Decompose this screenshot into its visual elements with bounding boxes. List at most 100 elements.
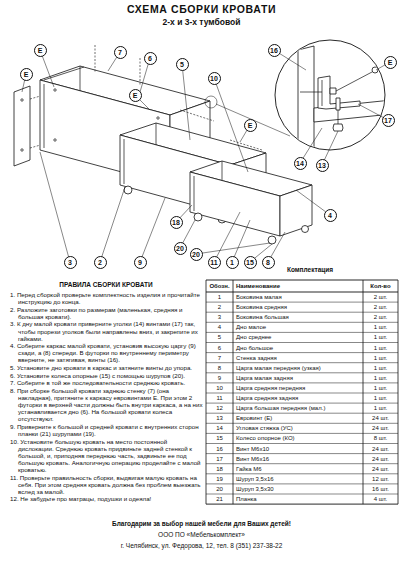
large-bed <box>140 58 141 85</box>
table-cell: 1 <box>206 292 233 302</box>
table-grid <box>206 443 398 444</box>
table-cell: Евровинт (Е) <box>233 413 363 423</box>
table-cell: Стенка задняя <box>233 353 363 363</box>
table-cell: 24 шт. <box>363 464 398 474</box>
table-grid <box>206 453 398 454</box>
assembly-rule: 1. Перед сборкой проверьте комплектность… <box>10 291 203 305</box>
callout-number: 5 <box>176 58 189 71</box>
title: СХЕМА СБОРКИ КРОВАТИ <box>0 3 403 15</box>
leader-line <box>100 187 125 262</box>
large-bed <box>54 139 56 141</box>
table-cell: Дно большое <box>233 343 363 353</box>
table-cell: 1 шт. <box>363 332 398 342</box>
callout-number: Е <box>384 56 397 69</box>
leader-line <box>22 50 390 262</box>
assembly-rule: 12. Не забудьте про матрацы, подушки и о… <box>10 495 203 502</box>
table-cell: 4 <box>206 322 233 332</box>
detail-inset <box>300 92 322 93</box>
table-cell: 13 <box>206 413 233 423</box>
table-cell: 2 шт. <box>363 292 398 302</box>
table-cell: Царга средняя задняя <box>233 393 363 403</box>
small-bed <box>180 110 214 121</box>
table-cell: 10 <box>206 383 233 393</box>
leader-line <box>182 64 190 140</box>
assembly-rule: 4. Соберите каркас малой кровати, устано… <box>10 342 203 363</box>
leader-line <box>140 198 165 262</box>
callout-number: 1 <box>226 256 239 269</box>
section-heading: Комплектация <box>250 266 370 273</box>
table-cell: 18 <box>206 464 233 474</box>
table-grid <box>206 332 398 333</box>
table-grid <box>206 280 207 504</box>
small-bed <box>268 236 276 244</box>
callout-number: 3 <box>64 256 77 269</box>
callout-number: 16 <box>268 44 281 57</box>
table-cell: 24 шт. <box>363 444 398 454</box>
table-cell: Боковина средняя <box>233 302 363 312</box>
table-cell: 3 <box>206 312 233 322</box>
detail-inset <box>330 88 336 94</box>
detail-inset <box>298 46 392 154</box>
table-grid <box>206 352 398 353</box>
table-cell: 17 <box>206 454 233 464</box>
footer-text: ООО ПО «Мебелькомплект» <box>0 531 403 538</box>
side-panel <box>14 86 30 166</box>
table-grid <box>398 280 399 504</box>
callout-number: 18 <box>170 216 183 229</box>
detail-inset <box>275 40 385 150</box>
table-grid <box>206 413 398 414</box>
callout-number: 20 <box>190 248 203 261</box>
callout-number: 13 <box>316 159 329 172</box>
table-cell: 1 шт. <box>363 322 398 332</box>
callout-number: 9 <box>134 256 147 269</box>
table-cell: Царга средняя передняя <box>233 383 363 393</box>
callout-number: 7 <box>114 46 127 59</box>
table-cell: 15 <box>206 433 233 443</box>
table-grid <box>206 302 398 303</box>
table-cell: Винт М6х16 <box>233 454 363 464</box>
large-bed <box>95 45 96 72</box>
callout-number: 10 <box>208 72 221 85</box>
table-grid <box>206 292 398 293</box>
detail-inset <box>372 67 378 73</box>
table-grid <box>206 494 398 495</box>
table-cell: 11 <box>206 393 233 403</box>
table-cell: 12 <box>206 403 233 413</box>
table-cell: 24 шт. <box>363 423 398 433</box>
callout-number: 15 <box>244 256 257 269</box>
table-grid <box>206 372 398 373</box>
small-bed <box>230 140 262 150</box>
table-cell: Шуруп 3,5х16 <box>233 474 363 484</box>
table-grid <box>363 280 364 504</box>
table-cell: 1 шт. <box>363 393 398 403</box>
callout-number: Е <box>20 68 33 81</box>
leader-line <box>214 78 248 172</box>
assembly-rule: 5. Установите дно кровати в каркас и зат… <box>10 364 203 371</box>
assembly-rule: 10. Установите большую кровать на место … <box>10 438 203 473</box>
assembly-rule: 7. Соберите в той же последовательности … <box>10 379 203 386</box>
table-grid <box>206 423 398 424</box>
middle-bed <box>124 186 132 194</box>
leader-line <box>214 212 240 262</box>
table-cell: 14 <box>206 423 233 433</box>
side-panel <box>21 99 23 101</box>
table-cell: Дно среднее <box>233 332 363 342</box>
middle-bed <box>124 139 125 184</box>
table-cell: 6 <box>206 343 233 353</box>
large-bed <box>44 84 45 148</box>
callout-number: 17 <box>382 114 395 127</box>
table-cell: 2 шт. <box>363 302 398 312</box>
callout-number: Е <box>244 119 257 132</box>
table-grid <box>206 362 398 363</box>
table-grid <box>206 433 398 434</box>
table-cell: 4 шт. <box>363 494 398 504</box>
table-cell: 21 <box>206 494 233 504</box>
table-cell: Царга малая передняя (узкая) <box>233 363 363 373</box>
table-header: Наименование <box>233 280 363 292</box>
large-bed <box>54 89 56 91</box>
callout-number: 8 <box>262 256 275 269</box>
table-cell: 24 шт. <box>363 413 398 423</box>
table-cell: 16 шт. <box>363 484 398 494</box>
table-cell: 16 <box>206 444 233 454</box>
table-cell: Винт М6х10 <box>233 444 363 454</box>
